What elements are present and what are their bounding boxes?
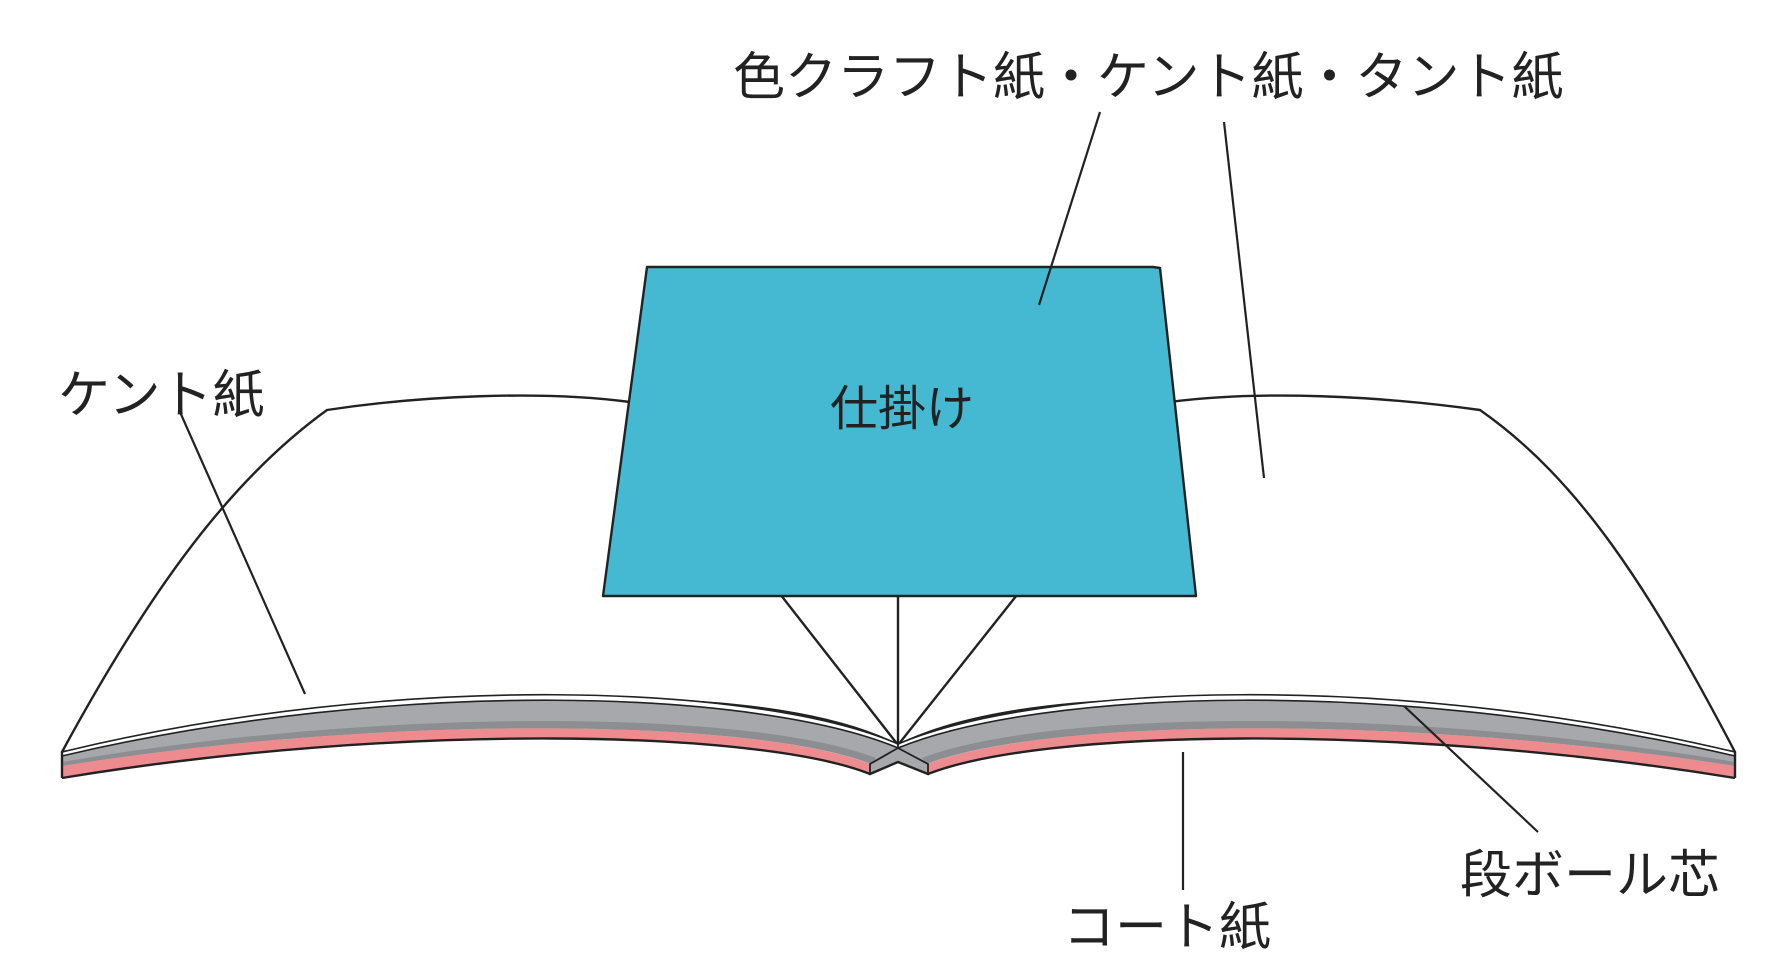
open-book: [60, 394, 1737, 780]
leader-left-kent: [178, 411, 307, 695]
label-coated-paper: コート紙: [1063, 898, 1271, 958]
label-kent-paper: ケント紙: [58, 366, 264, 426]
leader-lines: [178, 111, 1539, 890]
label-gimmick: 仕掛け: [830, 381, 974, 437]
label-top-materials: 色クラフト紙・ケント紙・タント紙: [733, 48, 1563, 108]
right-corrugated-core-layer: [898, 699, 1735, 766]
left-core-band: [62, 720, 876, 766]
leader-right-core: [1403, 705, 1539, 833]
book-bottom-edge: [61, 737, 1736, 780]
right-core-band: [922, 720, 1735, 766]
label-corrugated-core: 段ボール芯: [1460, 846, 1720, 906]
leader-top-to-page: [1222, 121, 1266, 479]
leader-top-to-panel: [1037, 111, 1102, 306]
gimmick-panel-shape: [601, 265, 1198, 598]
gimmick-panel: 仕掛け: [601, 265, 1198, 598]
